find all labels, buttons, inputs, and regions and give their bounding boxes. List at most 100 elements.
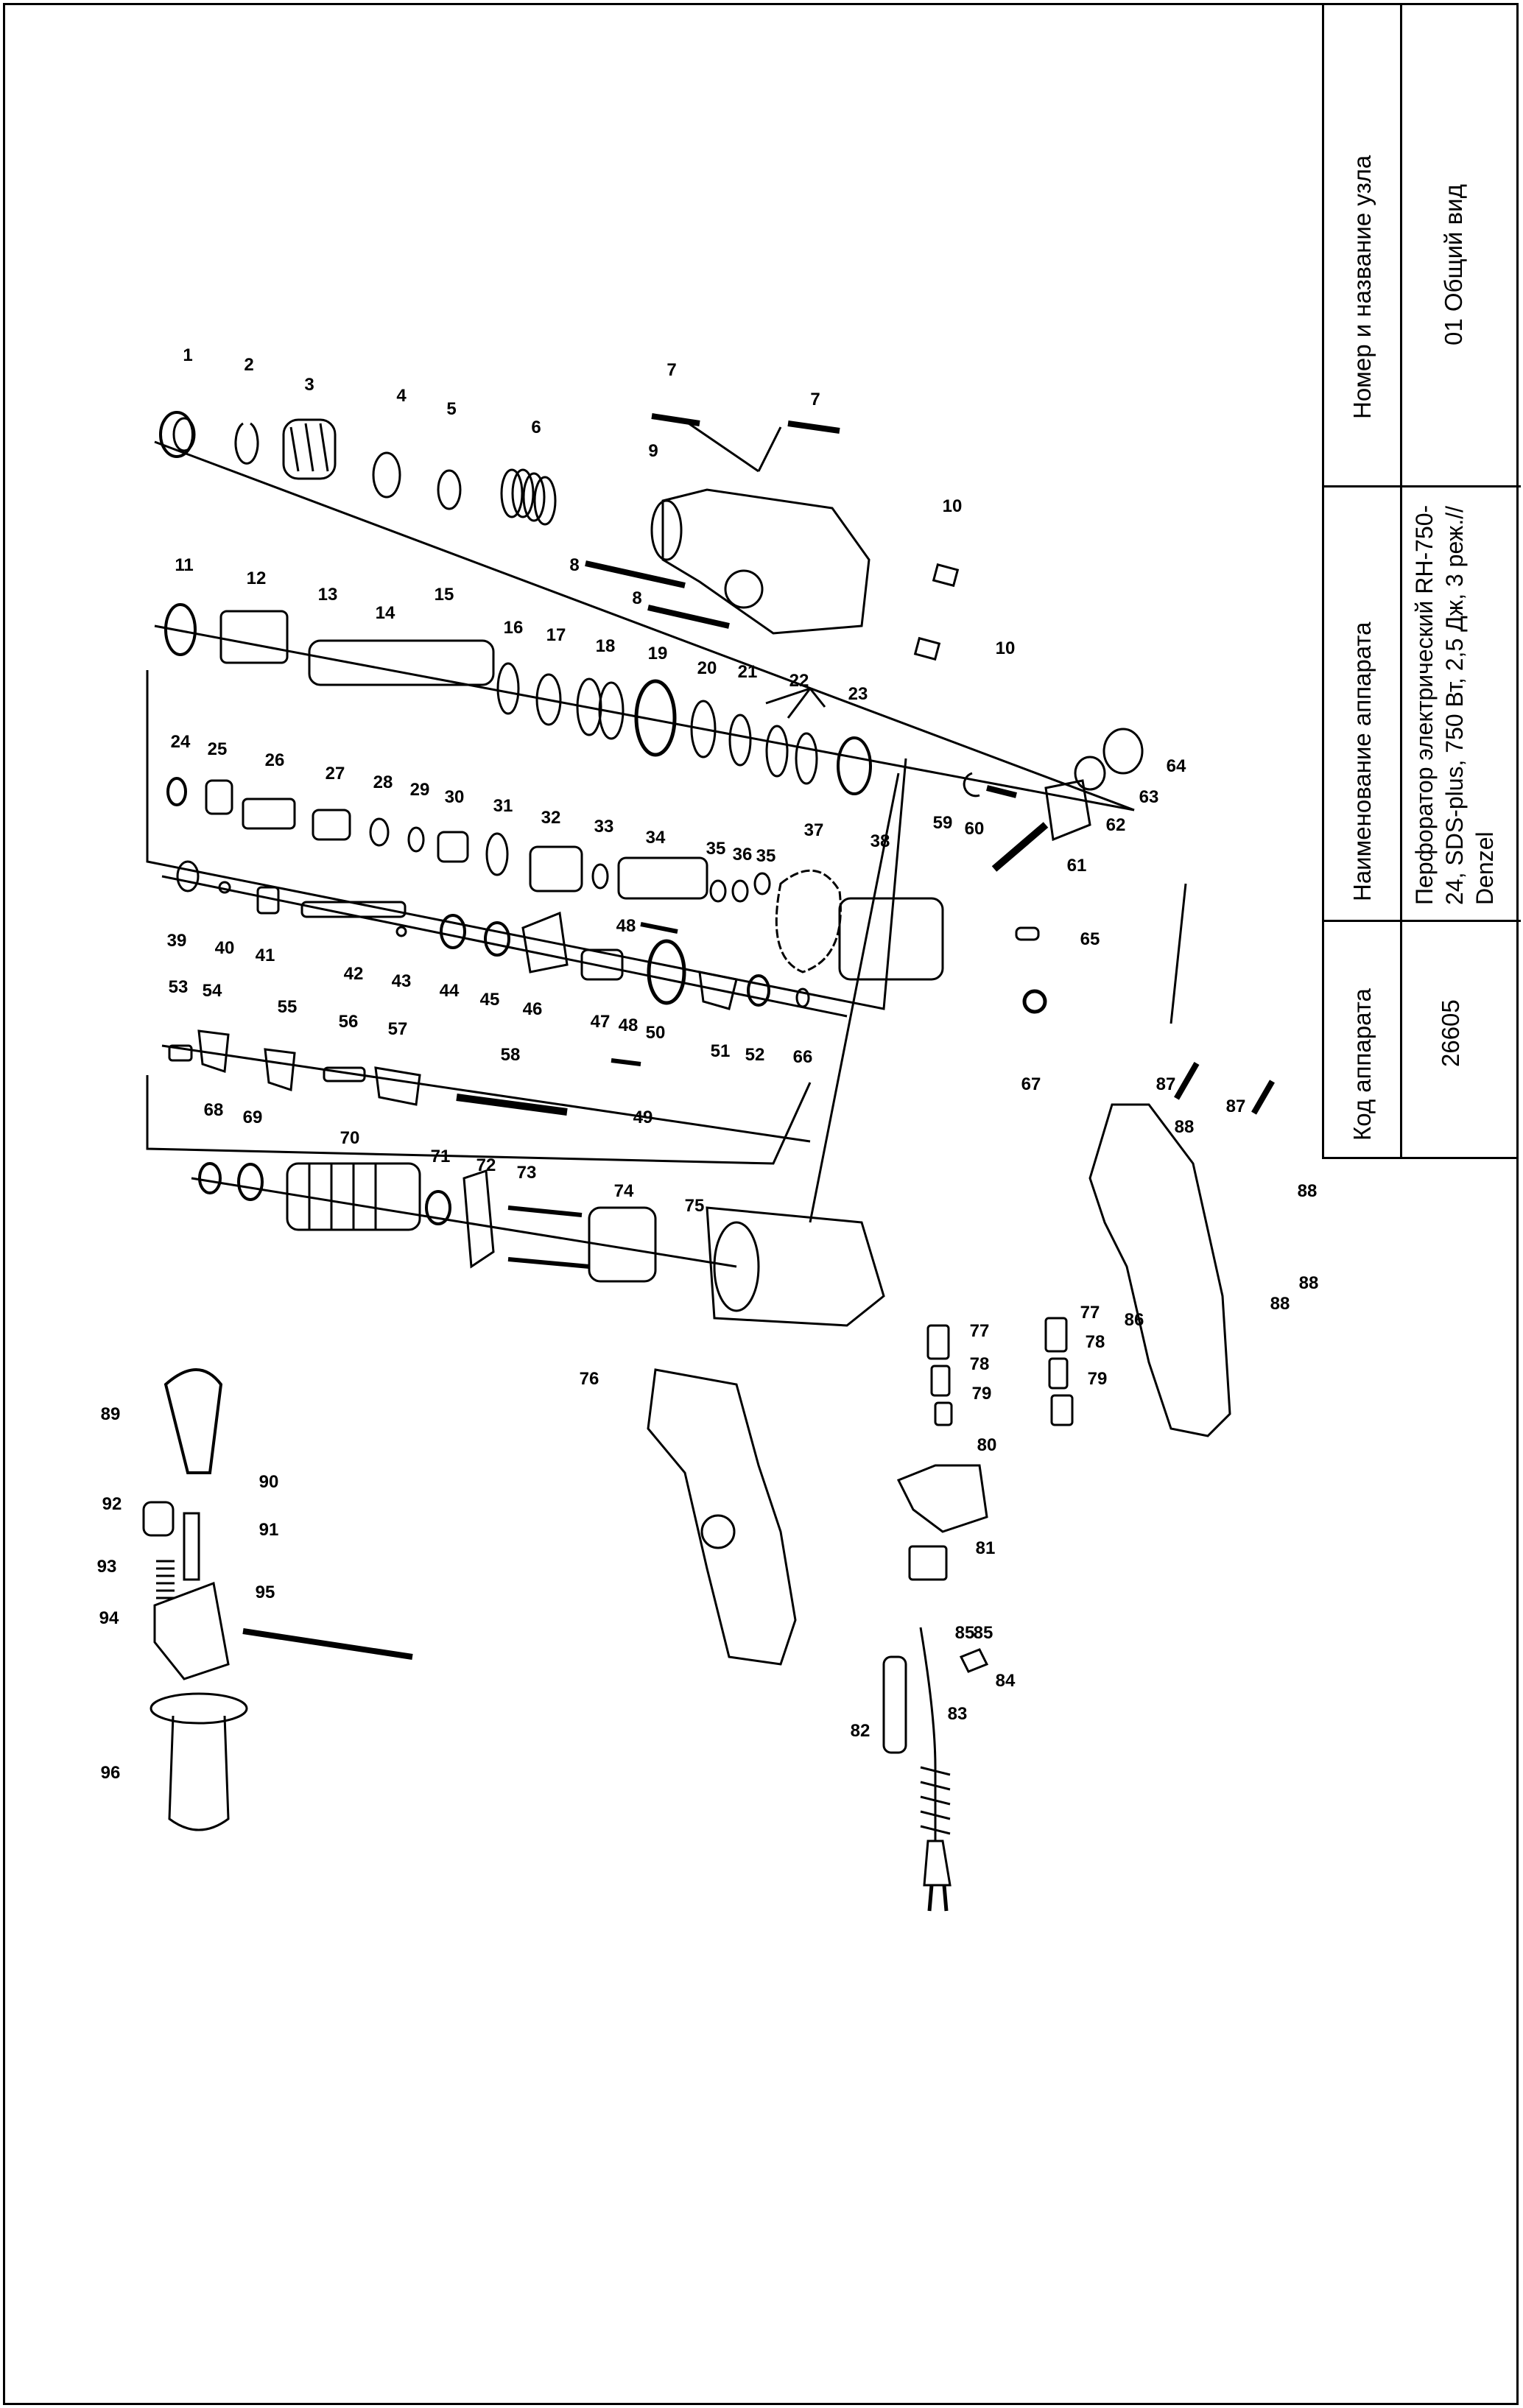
callout-66: 66 xyxy=(793,1047,813,1067)
callout-58: 58 xyxy=(501,1045,521,1065)
callout-28: 28 xyxy=(373,772,393,792)
callout-8b: 8 xyxy=(632,588,641,608)
unit-header: Номер и название узла xyxy=(1348,155,1376,419)
callout-22: 22 xyxy=(789,671,809,691)
callout-62: 62 xyxy=(1106,815,1126,835)
callout-23: 23 xyxy=(848,684,868,704)
callout-29: 29 xyxy=(410,780,430,800)
callout-79b: 77 xyxy=(1080,1303,1100,1323)
callout-8a: 8 xyxy=(569,555,579,575)
callout-65: 65 xyxy=(1080,929,1100,949)
callout-32: 32 xyxy=(541,808,561,828)
callout-25: 25 xyxy=(208,739,228,759)
callout-42: 42 xyxy=(344,964,364,984)
callout-18: 18 xyxy=(596,636,616,656)
callout-85a: 85 xyxy=(955,1623,975,1643)
callout-71: 71 xyxy=(431,1147,451,1166)
callout-68: 68 xyxy=(204,1100,224,1120)
callout-81: 81 xyxy=(976,1538,996,1558)
code-header: Код аппарата xyxy=(1348,988,1376,1141)
callout-88b: 88 xyxy=(1298,1181,1318,1201)
callout-88a: 88 xyxy=(1175,1117,1195,1137)
callout-39: 39 xyxy=(167,931,187,951)
callout-37: 37 xyxy=(804,820,824,840)
callout-47: 47 xyxy=(591,1012,611,1032)
callout-64: 64 xyxy=(1167,756,1186,776)
callout-10b: 10 xyxy=(996,638,1016,658)
title-block-header-column xyxy=(1324,3,1402,1157)
callout-57: 57 xyxy=(388,1019,408,1039)
callout-10a: 10 xyxy=(943,496,963,516)
callout-40: 40 xyxy=(215,938,235,958)
callout-38: 38 xyxy=(870,831,890,851)
callout-2: 2 xyxy=(244,355,253,375)
callout-16: 16 xyxy=(504,618,524,638)
callout-53: 53 xyxy=(169,977,189,997)
callout-78a: 78 xyxy=(970,1354,990,1374)
callout-41: 41 xyxy=(256,946,275,965)
callout-63: 63 xyxy=(1139,787,1159,807)
title-block-divider-2 xyxy=(1324,485,1521,487)
callout-90: 90 xyxy=(259,1472,279,1492)
callout-87a: 87 xyxy=(1156,1074,1176,1094)
callout-14: 14 xyxy=(376,603,395,623)
callout-73: 73 xyxy=(517,1163,537,1183)
callout-11: 11 xyxy=(175,555,193,575)
drawing-sheet xyxy=(3,3,1519,2405)
callout-33: 33 xyxy=(594,817,614,837)
callout-15: 15 xyxy=(435,585,454,605)
callout-70: 70 xyxy=(340,1128,360,1148)
callout-92: 92 xyxy=(102,1494,122,1514)
callout-69: 69 xyxy=(243,1108,263,1127)
name-header: Наименование аппарата xyxy=(1348,622,1376,901)
callout-84: 84 xyxy=(996,1671,1016,1691)
callout-43: 43 xyxy=(392,971,412,991)
callout-13: 13 xyxy=(318,585,338,605)
callout-48b: 48 xyxy=(619,1015,639,1035)
callout-45: 45 xyxy=(480,990,500,1010)
callout-1: 1 xyxy=(183,345,192,365)
callout-77a: 77 xyxy=(970,1321,990,1341)
callout-91: 91 xyxy=(259,1520,279,1540)
callout-50: 50 xyxy=(646,1023,666,1043)
callout-51: 51 xyxy=(711,1041,731,1061)
callout-3: 3 xyxy=(304,375,314,395)
callout-93: 93 xyxy=(97,1557,117,1577)
callout-35b: 35 xyxy=(756,846,776,866)
callout-74: 74 xyxy=(614,1181,634,1201)
callout-60: 60 xyxy=(965,819,985,839)
callout-72: 72 xyxy=(476,1155,496,1175)
callout-36: 36 xyxy=(733,845,753,865)
callout-78b: 78 xyxy=(1086,1332,1105,1352)
callout-76: 76 xyxy=(580,1369,599,1389)
title-block-divider-1 xyxy=(1324,920,1521,922)
callout-19: 19 xyxy=(648,644,668,663)
unit-value: 01 Общий вид xyxy=(1440,184,1467,345)
callout-24: 24 xyxy=(171,732,191,752)
callout-77b: 79 xyxy=(1088,1369,1108,1389)
callout-12: 12 xyxy=(247,568,267,588)
code-value: 26605 xyxy=(1437,999,1464,1067)
callout-5: 5 xyxy=(446,399,456,419)
title-block: Код аппарата 26605 Наименование аппарата… xyxy=(1322,3,1521,1159)
callout-27: 27 xyxy=(326,764,345,784)
callout-7b: 7 xyxy=(810,390,820,409)
callout-46: 46 xyxy=(523,999,543,1019)
callout-4: 4 xyxy=(396,386,407,406)
callout-96: 96 xyxy=(101,1763,121,1783)
callout-35a: 35 xyxy=(706,839,726,859)
callout-86: 86 xyxy=(1125,1310,1144,1330)
callout-85b: 85 xyxy=(974,1623,993,1643)
callout-26: 26 xyxy=(265,750,285,770)
callout-49: 49 xyxy=(633,1108,653,1127)
callout-48a: 48 xyxy=(616,916,636,936)
callout-82: 82 xyxy=(851,1721,870,1741)
callout-55: 55 xyxy=(278,997,298,1017)
callout-89: 89 xyxy=(101,1404,121,1424)
callout-6: 6 xyxy=(531,418,541,437)
callout-7a: 7 xyxy=(666,360,676,380)
callout-56: 56 xyxy=(339,1012,359,1032)
callout-17: 17 xyxy=(546,625,566,645)
callout-88c: 88 xyxy=(1299,1273,1319,1293)
